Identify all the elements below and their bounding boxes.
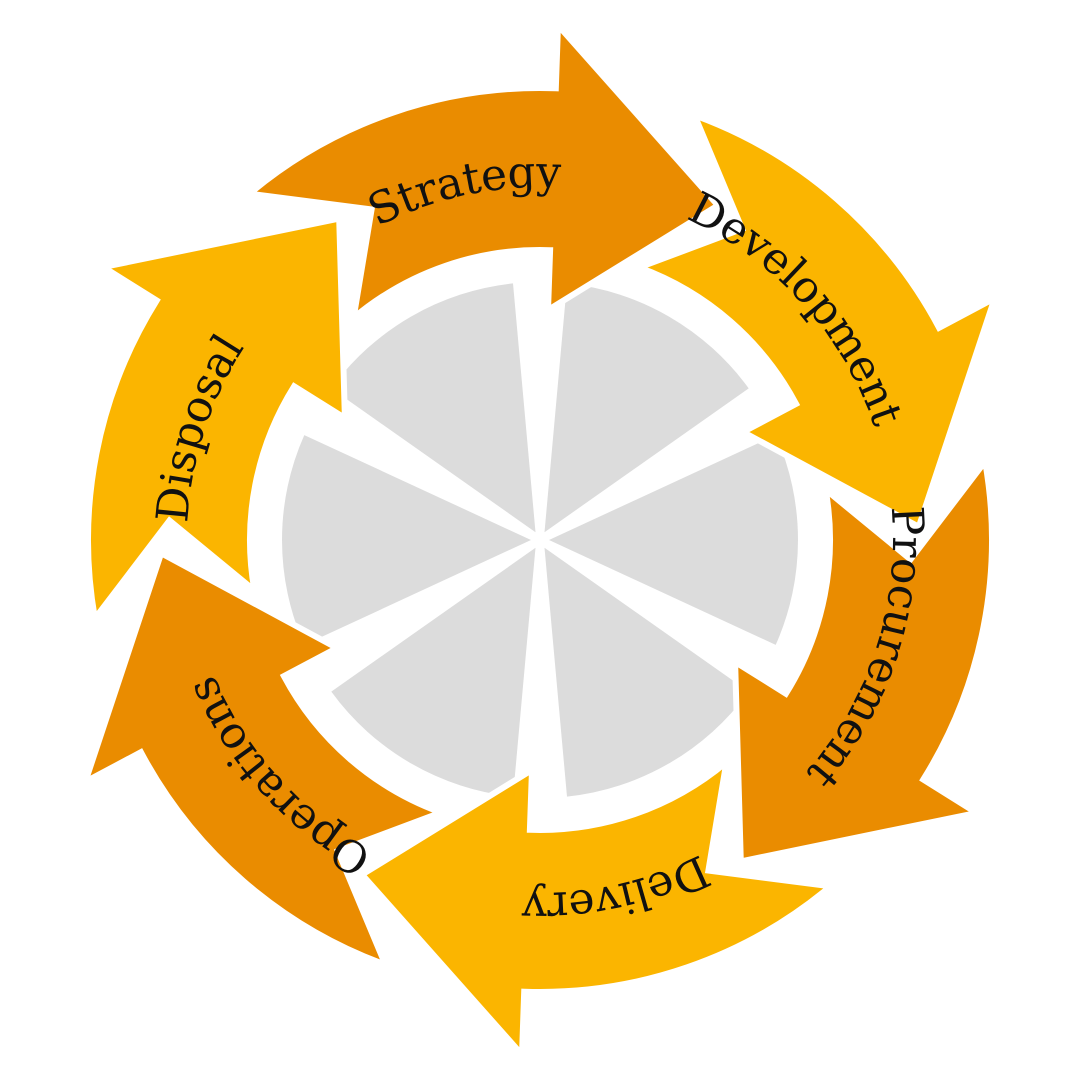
- center-wedge: [282, 435, 531, 645]
- center-wedge: [331, 547, 536, 797]
- stage-arrow-development: [630, 110, 1000, 532]
- stage-arrow-disposal: [85, 214, 349, 626]
- center-wedge: [331, 283, 536, 533]
- stage-arrow-operations: [80, 548, 450, 970]
- center-wedge: [549, 435, 798, 645]
- stage-arrow-procurement: [731, 454, 995, 866]
- center-wedge: [544, 547, 749, 797]
- center-pie: [282, 283, 798, 797]
- stage-arrows: [80, 17, 1000, 1063]
- stage-arrow-strategy: [242, 17, 723, 326]
- center-wedge: [544, 283, 749, 533]
- stage-arrow-delivery: [357, 754, 838, 1063]
